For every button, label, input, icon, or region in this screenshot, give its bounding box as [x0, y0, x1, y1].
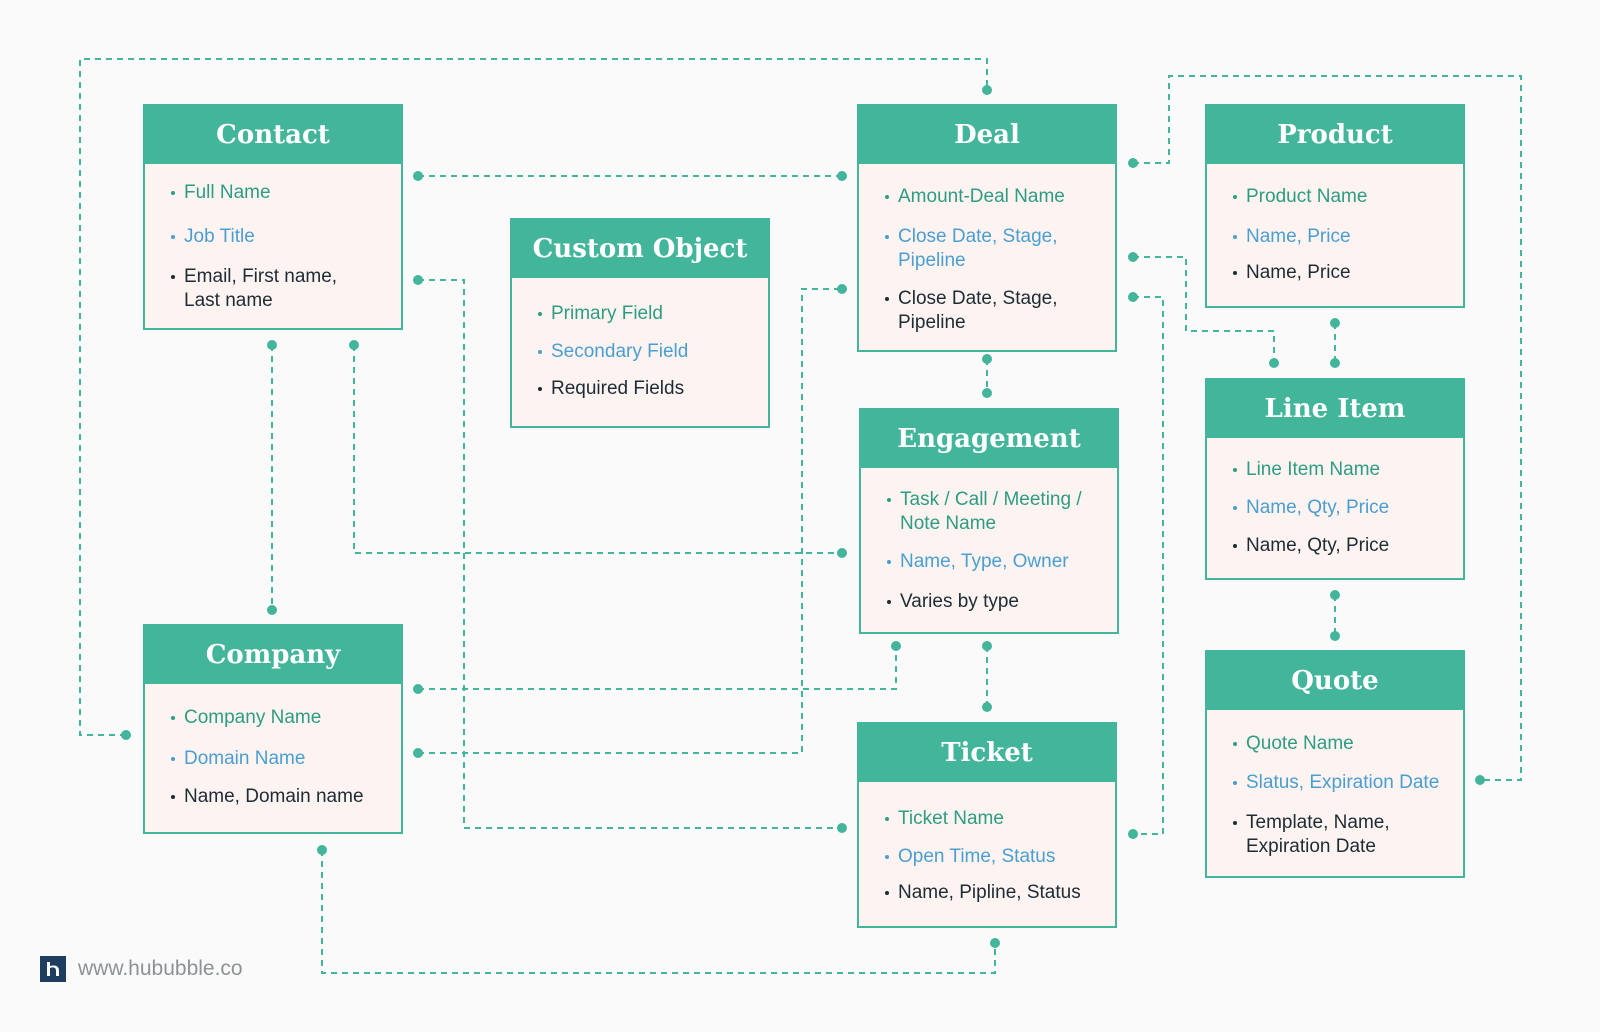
line-item-primary-field: Line Item Name — [1231, 458, 1380, 482]
custom-object-primary-field: Primary Field — [536, 302, 663, 326]
connector-dot — [982, 388, 992, 398]
connector-dot — [349, 340, 359, 350]
quote-primary-field: Quote Name — [1231, 732, 1354, 756]
deal-object-box: Deal Amount-Deal Name Close Date, Stage,… — [857, 104, 1117, 352]
company-primary-field: Company Name — [169, 706, 321, 730]
connector-company-engagement — [418, 646, 897, 690]
deal-title: Deal — [859, 106, 1115, 164]
quote-object-box: Quote Quote Name Slatus, Expiration Date… — [1205, 650, 1465, 878]
line-item-title: Line Item — [1207, 380, 1463, 438]
connector-dot — [413, 684, 423, 694]
footer: www.hububble.co — [40, 956, 243, 982]
line-item-required-fields: Name, Qty, Price — [1231, 534, 1389, 558]
connector-dot — [267, 340, 277, 350]
connector-dot — [837, 823, 847, 833]
ticket-required-fields: Name, Pipline, Status — [883, 881, 1081, 905]
product-primary-field: Product Name — [1231, 185, 1367, 209]
connector-dot — [1330, 590, 1340, 600]
ticket-secondary-field: Open Time, Status — [883, 845, 1055, 869]
connector-deal-product — [1133, 75, 1522, 781]
company-title: Company — [145, 626, 401, 684]
company-required-fields: Name, Domain name — [169, 785, 364, 809]
engagement-object-box: Engagement Task / Call / Meeting / Note … — [859, 408, 1119, 634]
ticket-object-box: Ticket Ticket Name Open Time, Status Nam… — [857, 722, 1117, 928]
engagement-title: Engagement — [861, 410, 1117, 468]
contact-title: Contact — [145, 106, 401, 164]
engagement-secondary-field: Name, Type, Owner — [885, 550, 1069, 574]
connector-dot — [413, 275, 423, 285]
ticket-primary-field: Ticket Name — [883, 807, 1004, 831]
connector-dot — [982, 641, 992, 651]
engagement-required-fields: Varies by type — [885, 590, 1019, 614]
engagement-primary-field: Task / Call / Meeting / Note Name — [885, 488, 1110, 536]
line-item-object-box: Line Item Line Item Name Name, Qty, Pric… — [1205, 378, 1465, 580]
connector-dot — [1128, 829, 1138, 839]
ticket-title: Ticket — [859, 724, 1115, 782]
connector-dot — [1330, 358, 1340, 368]
contact-primary-field: Full Name — [169, 181, 271, 205]
deal-secondary-field: Close Date, Stage, Pipeline — [883, 225, 1088, 273]
connector-dot — [267, 605, 277, 615]
product-required-fields: Name, Price — [1231, 261, 1351, 285]
contact-secondary-field: Job Title — [169, 225, 255, 249]
contact-required-fields: Email, First name, Last name — [169, 265, 364, 313]
company-object-box: Company Company Name Domain Name Name, D… — [143, 624, 403, 834]
connector-dot — [413, 171, 423, 181]
connector-contact-engagement — [353, 345, 842, 554]
connector-dot — [1269, 358, 1279, 368]
connector-dot — [1330, 318, 1340, 328]
connector-dot — [837, 548, 847, 558]
connector-dot — [1128, 292, 1138, 302]
custom-object-title: Custom Object — [512, 220, 768, 278]
quote-secondary-field: Slatus, Expiration Date — [1231, 771, 1439, 795]
product-secondary-field: Name, Price — [1231, 225, 1351, 249]
website-url[interactable]: www.hububble.co — [78, 957, 243, 980]
product-object-box: Product Product Name Name, Price Name, P… — [1205, 104, 1465, 308]
connector-dot — [982, 85, 992, 95]
custom-object-secondary-field: Secondary Field — [536, 340, 688, 364]
connector-dot — [982, 702, 992, 712]
quote-required-fields: Template, Name, Expiration Date — [1231, 811, 1436, 859]
product-title: Product — [1207, 106, 1463, 164]
deal-required-fields: Close Date, Stage, Pipeline — [883, 287, 1088, 335]
connector-dot — [837, 284, 847, 294]
connector-dot — [121, 730, 131, 740]
connector-company-custom — [418, 288, 842, 754]
connector-dot — [982, 354, 992, 364]
connector-contact-ticket — [418, 279, 842, 829]
connector-dot — [990, 938, 1000, 948]
connector-dot — [837, 171, 847, 181]
custom-object-required-fields: Required Fields — [536, 377, 684, 401]
company-secondary-field: Domain Name — [169, 747, 305, 771]
connector-deal-ticket — [1133, 296, 1164, 835]
custom-object-box: Custom Object Primary Field Secondary Fi… — [510, 218, 770, 428]
connector-dot — [891, 641, 901, 651]
line-item-secondary-field: Name, Qty, Price — [1231, 496, 1389, 520]
connector-dot — [1330, 631, 1340, 641]
connector-dot — [1128, 252, 1138, 262]
connector-dot — [413, 748, 423, 758]
connector-dot — [1475, 775, 1485, 785]
contact-object-box: Contact Full Name Job Title Email, First… — [143, 104, 403, 330]
hububble-logo-icon — [40, 956, 66, 982]
quote-title: Quote — [1207, 652, 1463, 710]
connector-deal-lineitem — [1133, 256, 1275, 363]
connector-company-deal — [79, 58, 988, 736]
connector-dot — [317, 845, 327, 855]
connector-dot — [1128, 158, 1138, 168]
deal-primary-field: Amount-Deal Name — [883, 185, 1065, 209]
